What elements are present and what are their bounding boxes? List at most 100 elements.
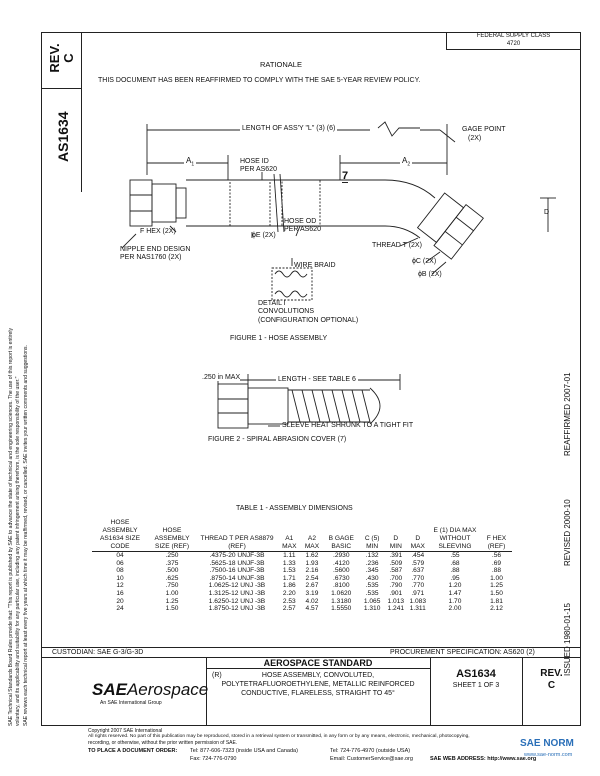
table1-header: A2 MAX <box>300 519 324 552</box>
table-cell: .770 <box>411 574 425 582</box>
table-cell: 1.083 <box>409 597 426 605</box>
watermark-brand: SAE NORM <box>520 738 574 749</box>
table-cell: 1.00 <box>490 574 503 582</box>
custodian: CUSTODIAN: SAE G-3/G-3D <box>52 649 144 656</box>
table-cell: .790 <box>389 582 403 590</box>
table-cell: .535 <box>365 582 379 590</box>
footer-rev-label: REV. <box>540 668 563 679</box>
table-cell: .587 <box>389 567 403 575</box>
doc-title-prefix: (R) <box>212 672 222 679</box>
fig1-convolutions: CONVOLUTIONS <box>258 308 315 315</box>
table-cell: .6730 <box>333 574 350 582</box>
doc-title-line-1: HOSE ASSEMBLY, CONVOLUTED, <box>261 672 375 679</box>
footer-col-3 <box>522 657 523 726</box>
table-cell: 2.12 <box>490 605 503 613</box>
table-cell: 1.25 <box>165 597 179 605</box>
fig1-nipple-end: NIPPLE END DESIGN <box>120 246 191 253</box>
federal-supply-class-box <box>446 32 581 50</box>
table1-header: D MIN <box>385 519 407 552</box>
fig1-hose-od-ref: PER AS620 <box>284 226 321 233</box>
table-cell: 1.8750-12 UNJ -3B <box>208 605 266 613</box>
table-cell: .700 <box>389 574 403 582</box>
table-cell: 1.47 <box>448 589 462 597</box>
fig1-wire-braid: WIRE BRAID <box>294 262 336 269</box>
table-cell: 2.16 <box>305 567 319 575</box>
table-cell: .2930 <box>333 552 350 559</box>
table-cell: 1.013 <box>387 597 405 605</box>
table-cell: 2.67 <box>305 582 319 590</box>
fig1-phi-c: ϕC (2X) <box>412 258 437 265</box>
table-cell: 3.19 <box>305 589 319 597</box>
table-cell: 12 <box>116 582 124 590</box>
table-cell: 1.50 <box>165 605 179 613</box>
table-cell: .95 <box>450 574 460 582</box>
fig1-e-dim: ϕE (2X) <box>252 232 276 239</box>
fig1-thread-t: THREAD T (2X) <box>372 242 422 249</box>
copyright: Copyright 2007 SAE International <box>88 728 163 734</box>
table-cell: .5625-18 UNJF-3B <box>209 559 265 567</box>
table-cell: 1.93 <box>305 559 319 567</box>
fig1-d-dim: D <box>544 209 550 216</box>
footer-col-2 <box>430 657 431 726</box>
table-cell: 08 <box>116 567 124 575</box>
page-frame <box>41 32 581 726</box>
fig1-gage-point-qty: (2X) <box>468 135 482 142</box>
table-cell: 1.0620 <box>331 589 352 597</box>
figure1-drawing <box>121 121 556 301</box>
table1-header: A1 MAX <box>278 519 301 552</box>
table-cell: .8750-14 UNJF-3B <box>209 574 265 582</box>
order-tel-1: Tel: 877-606-7323 (inside USA and Canada… <box>190 748 298 754</box>
sae-logo-tagline: An SAE International Group <box>100 700 162 706</box>
table-cell: 1.065 <box>363 597 381 605</box>
table1-header: B GAGE BASIC <box>323 519 360 552</box>
fig1-config-optional: (CONFIGURATION OPTIONAL) <box>258 317 359 324</box>
table-cell: .4375-20 UNJF-3B <box>209 552 265 559</box>
table-cell: .901 <box>389 589 403 597</box>
footer-title-sub-rule <box>206 668 430 669</box>
table1-header: THREAD T PER AS8879 (REF) <box>196 519 278 552</box>
table-cell: .391 <box>389 552 403 559</box>
table-cell: 10 <box>116 574 124 582</box>
table-cell: .68 <box>450 559 460 567</box>
rationale-title: RATIONALE <box>260 60 302 69</box>
fig1-phi-b: ϕB (2X) <box>418 271 442 278</box>
table-cell: 1.53 <box>282 567 296 575</box>
fig1-a2-label: A2 <box>400 156 413 168</box>
table-cell: 1.310 <box>363 605 381 613</box>
table-cell: 06 <box>116 559 124 567</box>
table-cell: .750 <box>165 582 179 590</box>
fig1-a1-letter: A <box>186 156 192 165</box>
table-cell: .971 <box>411 589 425 597</box>
table1-header: HOSE ASSEMBLY SIZE (REF) <box>148 519 196 552</box>
watermark-url: www.sae-norm.com <box>524 752 573 758</box>
table-cell: .55 <box>450 552 460 559</box>
table-cell: .625 <box>165 574 179 582</box>
procurement-spec: PROCUREMENT SPECIFICATION: AS620 (2) <box>390 649 535 656</box>
table-cell: .69 <box>491 559 502 567</box>
table-cell: 4.02 <box>305 597 319 605</box>
table-cell: .454 <box>411 552 425 559</box>
federal-supply-class-value: 4720 <box>506 41 521 47</box>
table-cell: .535 <box>365 589 379 597</box>
table-cell: 1.311 <box>409 605 426 613</box>
table-cell: .430 <box>365 574 379 582</box>
table-cell: 1.71 <box>282 574 296 582</box>
fig1-hose-od: HOSE OD <box>284 218 317 225</box>
aerospace-standard-label: AEROSPACE STANDARD <box>263 658 373 668</box>
table-cell: .236 <box>365 559 379 567</box>
fig1-hose-id-ref: PER AS620 <box>240 166 277 173</box>
fig1-marker-7: 7 <box>342 170 349 183</box>
table-cell: 1.25 <box>490 582 503 590</box>
order-tel-2: Tel: 724-776-4970 (outside USA) <box>330 748 411 754</box>
table-cell: .250 <box>165 552 179 559</box>
left-header-strip <box>41 32 82 192</box>
table-cell: 1.70 <box>448 597 462 605</box>
table-cell: 1.3180 <box>331 597 352 605</box>
table1-header: HOSE ASSEMBLY AS1634 SIZE CODE <box>92 519 148 552</box>
table-cell: 1.11 <box>283 552 296 559</box>
table-cell: 16 <box>116 589 124 597</box>
table-cell: 1.86 <box>282 582 296 590</box>
